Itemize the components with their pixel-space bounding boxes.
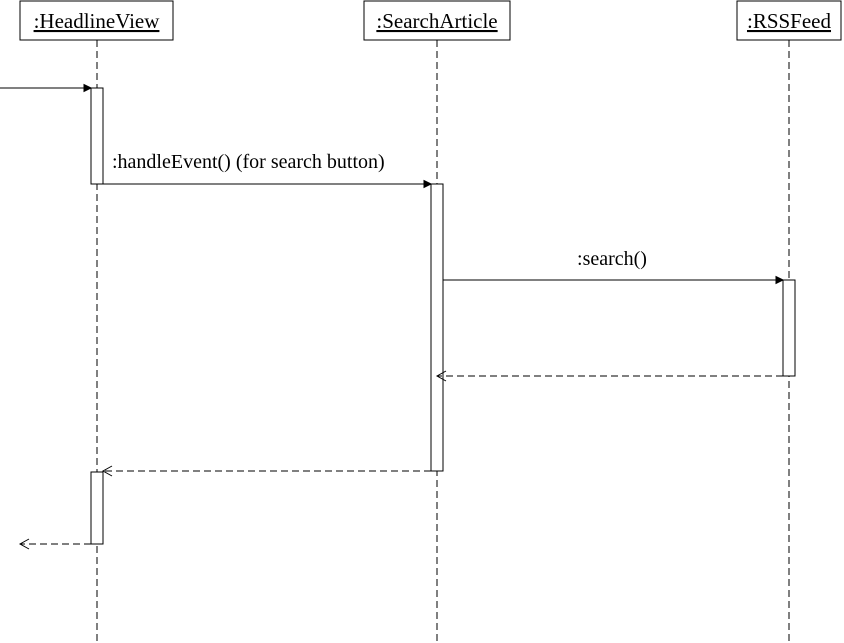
arrowhead-final-return bbox=[18, 538, 30, 550]
message-found-call bbox=[0, 83, 93, 93]
message-label-search: :search() bbox=[577, 248, 647, 270]
arrowhead-handle-event bbox=[423, 179, 433, 189]
arrowhead-search-return bbox=[435, 370, 447, 382]
activation-search-article bbox=[430, 183, 444, 472]
arrowhead-search bbox=[775, 275, 785, 285]
activation-headline-view-2 bbox=[90, 471, 104, 545]
lifeline-box-search-article[interactable] bbox=[363, 0, 511, 41]
lifeline-label-headline-view: :HeadlineView bbox=[34, 9, 161, 33]
activation-rss-feed bbox=[782, 279, 796, 377]
message-final-return bbox=[18, 538, 91, 550]
message-search-return bbox=[435, 370, 783, 382]
activation-headline-view-1 bbox=[90, 87, 104, 185]
arrowhead-found-call bbox=[83, 83, 93, 93]
lifeline-label-rss-feed: :RSSFeed bbox=[747, 9, 832, 33]
message-search: :search() bbox=[443, 248, 785, 285]
arrowhead-handle-event-return bbox=[101, 465, 113, 477]
message-label-handle-event: :handleEvent() (for search button) bbox=[112, 151, 385, 173]
message-handle-event-return bbox=[101, 465, 431, 477]
lifeline-box-headline-view[interactable] bbox=[19, 0, 174, 41]
message-handle-event: :handleEvent() (for search button) bbox=[103, 151, 433, 189]
lifeline-box-rss-feed[interactable] bbox=[736, 0, 842, 41]
lifeline-label-search-article: :SearchArticle bbox=[376, 9, 497, 33]
lifeline-headline-view: :HeadlineView bbox=[19, 0, 174, 643]
